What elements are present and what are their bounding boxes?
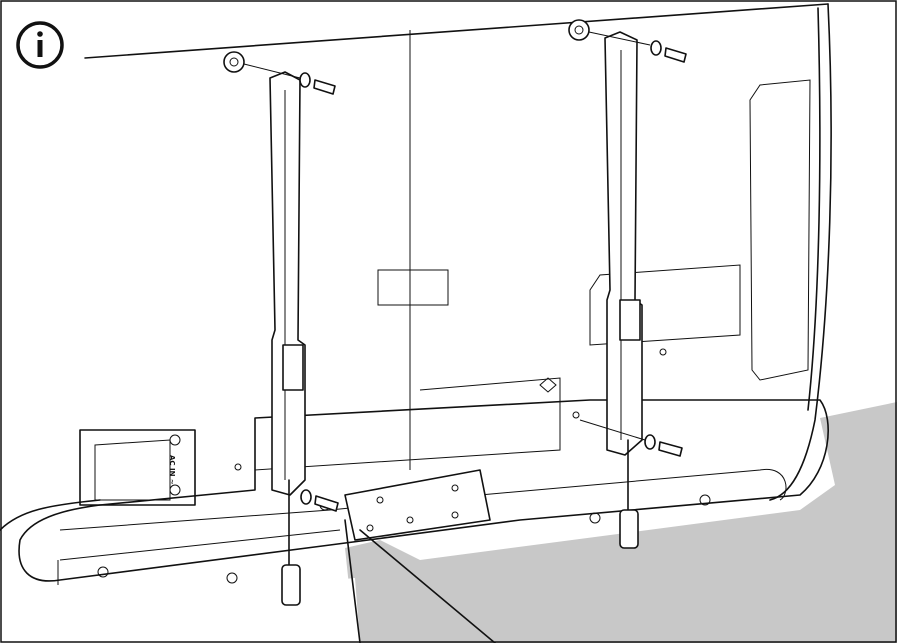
right-pull-tab xyxy=(619,509,639,549)
floor-left xyxy=(0,578,360,643)
info-circle-icon xyxy=(16,21,64,69)
left-wall-bracket xyxy=(269,71,306,606)
left-pull-tab xyxy=(281,564,301,606)
screws xyxy=(223,19,687,512)
base-plate xyxy=(344,469,496,643)
port-label: AC IN ~ xyxy=(168,455,176,485)
floor xyxy=(345,402,897,643)
tv-back: AC IN ~ xyxy=(0,3,832,585)
vesa-label xyxy=(377,269,449,306)
right-wall-bracket xyxy=(604,31,643,549)
